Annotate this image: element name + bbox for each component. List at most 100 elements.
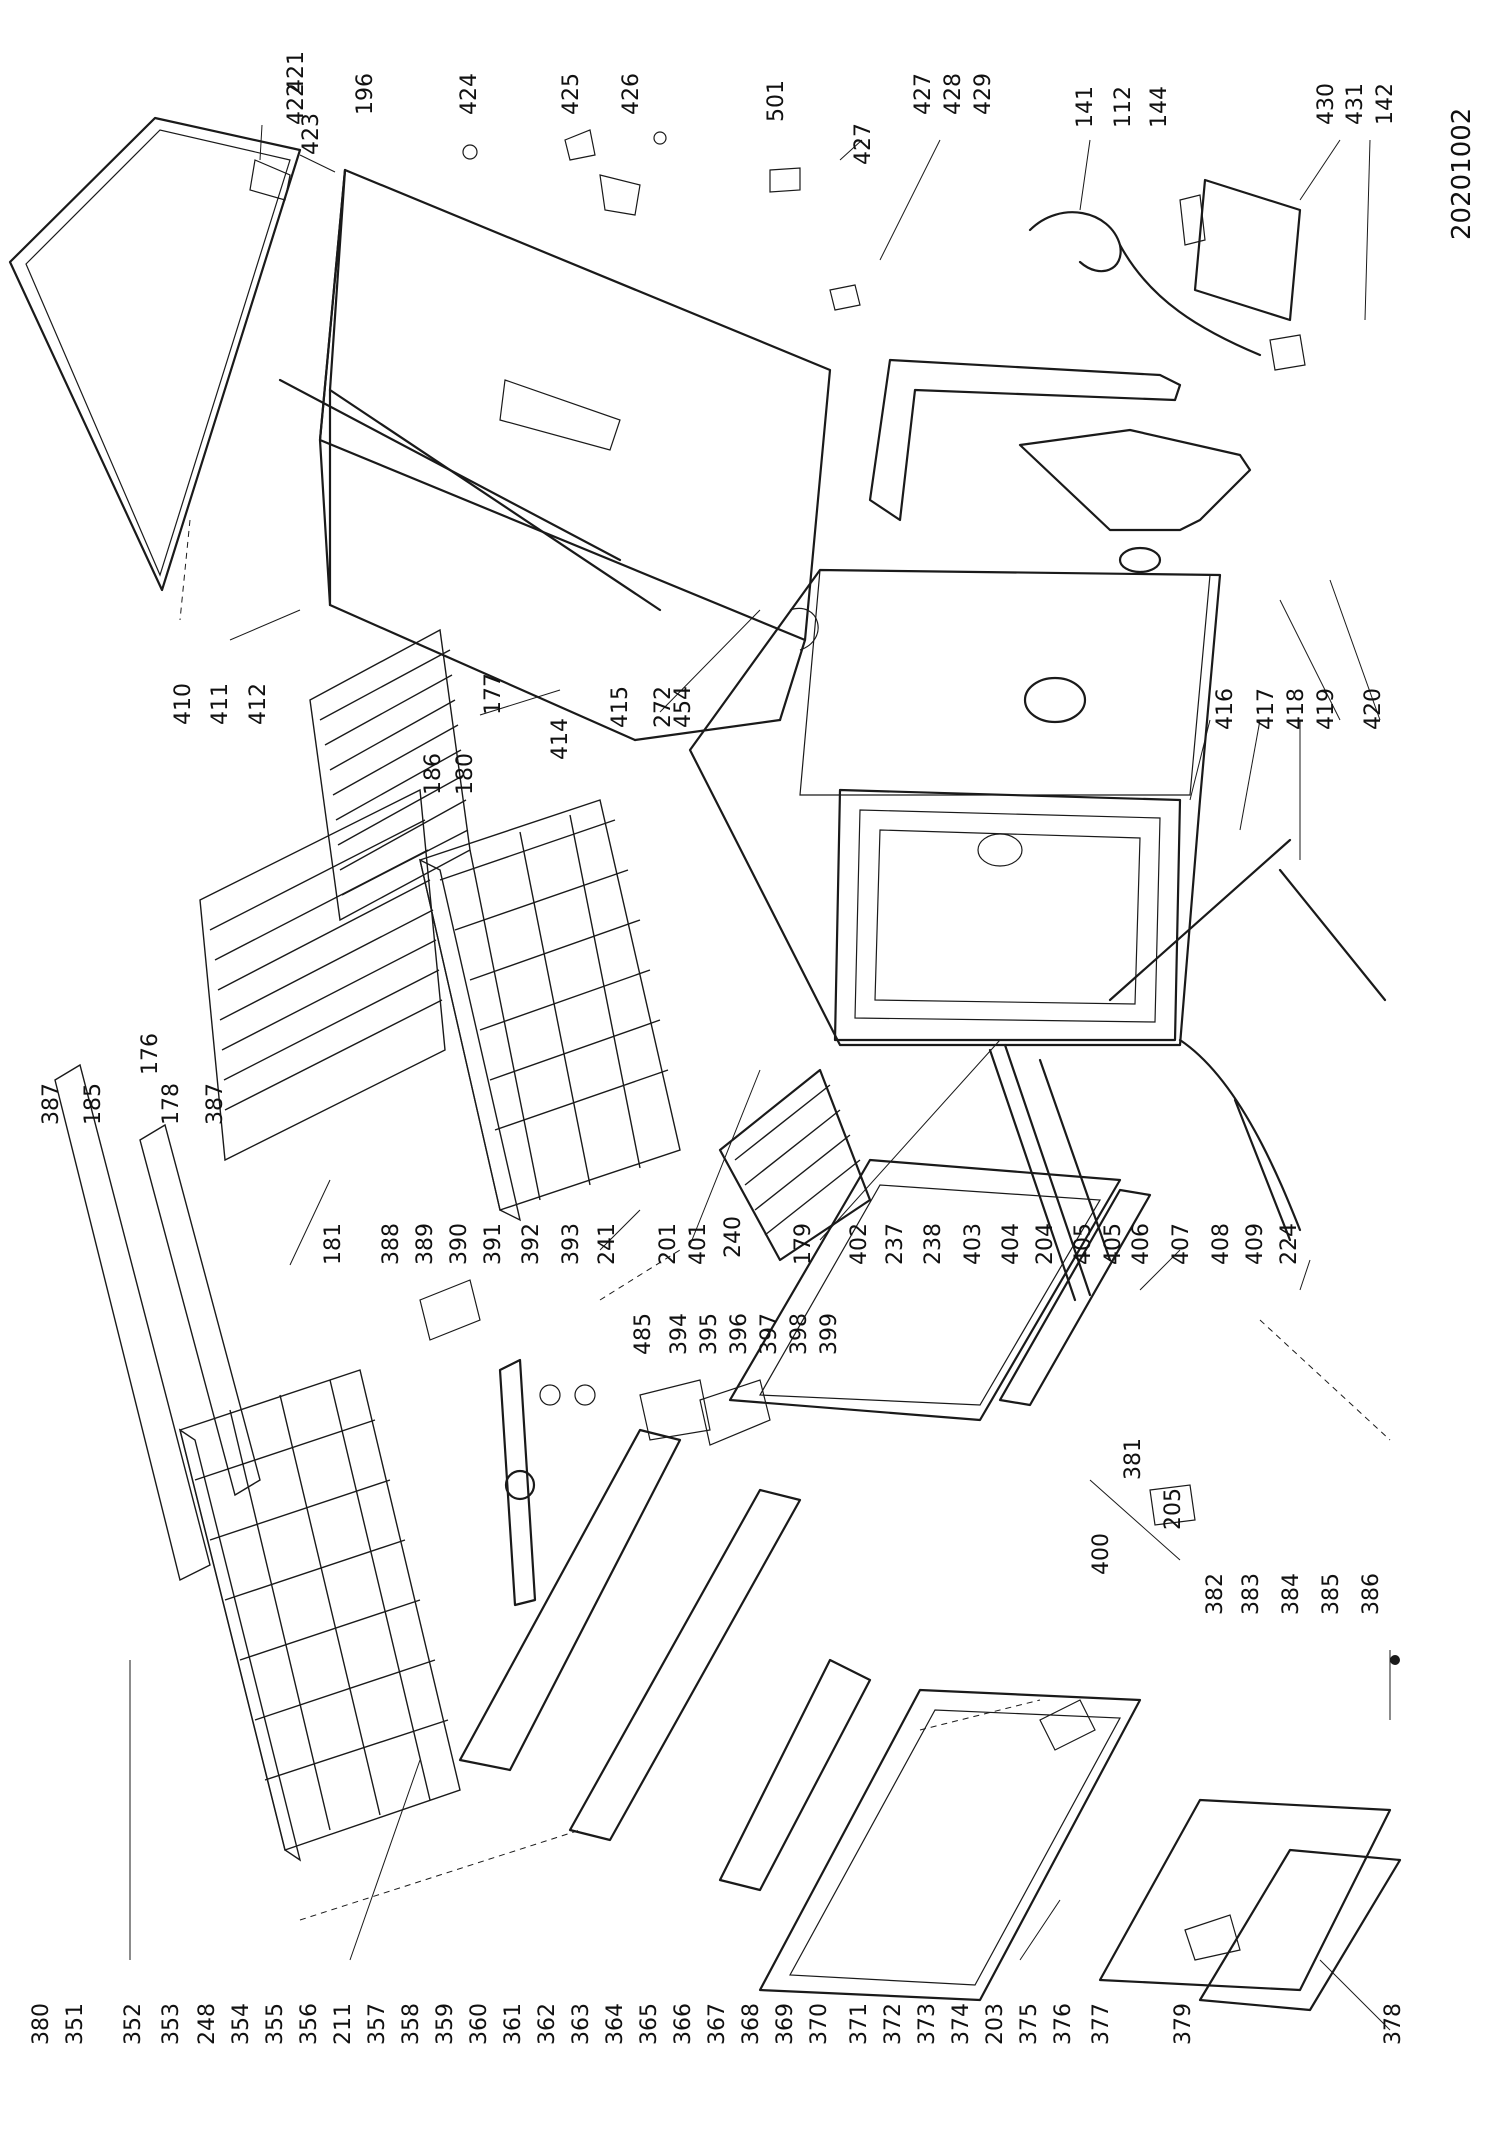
leader-lines: [129, 124, 1391, 2031]
part-label: 379: [1171, 2003, 1196, 2045]
part-label: 388: [379, 1223, 404, 1265]
part-label: 203: [983, 2003, 1008, 2045]
part-label: 405: [1101, 1223, 1126, 1265]
terminal-box: [1179, 178, 1306, 371]
control-panel: [458, 1428, 1142, 2002]
part-label: 373: [915, 2003, 940, 2045]
cabinet-frame: [278, 168, 832, 742]
part-label: 399: [817, 1313, 842, 1355]
part-label: 414: [548, 718, 573, 760]
part-label: 178: [159, 1083, 184, 1125]
part-label: 176: [138, 1033, 163, 1075]
part-label: 421: [284, 51, 309, 93]
part-label: 357: [365, 2003, 390, 2045]
part-label: 185: [81, 1083, 106, 1125]
part-label: 415: [608, 686, 633, 728]
part-label: 410: [171, 683, 196, 725]
part-label: 425: [559, 73, 584, 115]
part-label: 389: [413, 1223, 438, 1265]
upper-cutlery-grid: [309, 628, 471, 922]
cutlery-basket: [718, 1068, 872, 1262]
part-label: 180: [453, 753, 478, 795]
part-label: 375: [1017, 2003, 1042, 2045]
part-label: 366: [671, 2003, 696, 2045]
part-label: 431: [1343, 83, 1368, 125]
cup-shelf: [199, 788, 446, 1162]
part-label: 378: [1381, 2003, 1406, 2045]
part-label: 401: [686, 1223, 711, 1265]
part-label: 419: [1314, 688, 1339, 730]
upper-basket: [418, 799, 681, 1222]
part-label: 112: [1111, 86, 1136, 128]
part-label: 383: [1239, 1573, 1264, 1615]
part-label: 397: [757, 1313, 782, 1355]
part-label: 248: [195, 2003, 220, 2045]
part-label: 411: [208, 683, 233, 725]
tub: [688, 568, 1222, 1047]
part-label: 196: [353, 73, 378, 115]
part-label: 406: [1129, 1223, 1154, 1265]
part-label: 400: [1089, 1533, 1114, 1575]
part-label: 374: [949, 2003, 974, 2045]
part-label: 371: [847, 2003, 872, 2045]
part-label: 272: [651, 686, 676, 728]
part-label: 367: [705, 2003, 730, 2045]
part-label: 404: [999, 1223, 1024, 1265]
small-parts: [419, 1279, 1400, 1961]
part-label: 186: [421, 753, 446, 795]
part-label: 205: [1161, 1488, 1186, 1530]
parts-illustration: [8, 116, 1402, 2031]
part-label: 387: [203, 1083, 228, 1125]
part-label: 427: [851, 123, 876, 165]
part-label: 392: [519, 1223, 544, 1265]
part-label: 355: [263, 2003, 288, 2045]
part-label: 144: [1147, 86, 1172, 128]
part-label: 363: [569, 2003, 594, 2045]
spray-arm: [498, 1358, 537, 1607]
door-assembly: [728, 1158, 1152, 1422]
part-label: 386: [1359, 1573, 1384, 1615]
part-label: 240: [721, 1216, 746, 1258]
part-label: 396: [727, 1313, 752, 1355]
part-label: 424: [457, 73, 482, 115]
power-cable: [1028, 211, 1262, 357]
part-label: 369: [773, 2003, 798, 2045]
part-label: 403: [961, 1223, 986, 1265]
part-label: 416: [1213, 688, 1238, 730]
part-label: 177: [481, 673, 506, 715]
part-label: 201: [656, 1223, 681, 1265]
part-label: 358: [399, 2003, 424, 2045]
part-label: 427: [911, 73, 936, 115]
part-label: 352: [121, 2003, 146, 2045]
lower-basket: [178, 1369, 461, 1862]
plinth: [1098, 1798, 1402, 2012]
part-label: 390: [447, 1223, 472, 1265]
dashed-connectors: [179, 519, 1391, 1921]
part-label: 354: [229, 2003, 254, 2045]
part-label: 368: [739, 2003, 764, 2045]
part-label: 420: [1361, 688, 1386, 730]
part-label: 429: [971, 73, 996, 115]
part-label: 385: [1319, 1573, 1344, 1615]
part-label: 394: [667, 1313, 692, 1355]
part-label: 142: [1373, 83, 1398, 125]
part-labels: 421 422 423 196 424 425 426 501 427 427 …: [29, 51, 1406, 2045]
part-label: 412: [246, 683, 271, 725]
part-label: 365: [637, 2003, 662, 2045]
part-label: 359: [433, 2003, 458, 2045]
part-label: 361: [501, 2003, 526, 2045]
part-label: 428: [941, 73, 966, 115]
part-label: 398: [787, 1313, 812, 1355]
part-label: 395: [697, 1313, 722, 1355]
part-label: 141: [1073, 86, 1098, 128]
part-label: 376: [1051, 2003, 1076, 2045]
part-label: 372: [881, 2003, 906, 2045]
worktop-panel: [8, 116, 302, 592]
part-label: 360: [467, 2003, 492, 2045]
part-label: 408: [1209, 1223, 1234, 1265]
part-label: 377: [1089, 2003, 1114, 2045]
part-label: 211: [331, 2003, 356, 2045]
part-label: 241: [595, 1223, 620, 1265]
part-label: 181: [321, 1223, 346, 1265]
